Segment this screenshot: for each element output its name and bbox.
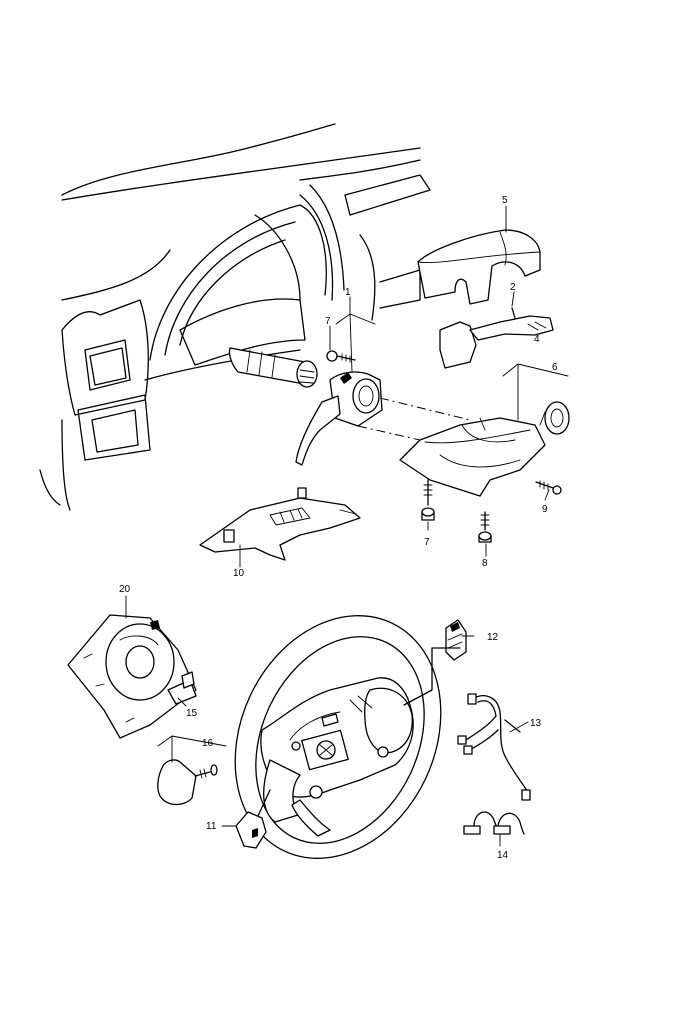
callout-10: 10: [233, 568, 245, 579]
assembly-axis-2: [357, 425, 421, 441]
callout-12: 12: [487, 632, 499, 643]
screw-7-lower: [421, 479, 435, 521]
callout-9: 9: [542, 504, 548, 515]
leader-lines: [125, 205, 569, 847]
callout-15: 15: [186, 708, 198, 719]
callout-13: 13: [530, 718, 542, 729]
clock-spring: [67, 614, 197, 739]
wiring-harness: [457, 693, 531, 801]
callout-7-upper: 7: [325, 316, 331, 327]
left-multifunction-switch: [235, 789, 271, 849]
callout-4: 4: [534, 334, 540, 345]
combination-switch: [295, 371, 383, 466]
steering-wheel: [234, 615, 442, 859]
callout-6: 6: [552, 362, 558, 373]
horn-contact-plate: [157, 759, 218, 806]
callout-14: 14: [497, 850, 509, 861]
screw-8: [478, 511, 492, 543]
callout-20: 20: [119, 584, 131, 595]
cable-clips: [463, 811, 525, 835]
screw-9: [535, 480, 562, 495]
callout-11: 11: [206, 821, 217, 832]
callout-7-lower: 7: [424, 537, 430, 548]
dashboard: [39, 123, 431, 511]
screw-7-upper: [326, 350, 356, 363]
callout-2: 2: [510, 282, 516, 293]
wiper-lever: [439, 307, 554, 369]
lower-column-cover: [399, 401, 570, 497]
assembly-axis: [379, 397, 471, 421]
callout-5: 5: [502, 195, 508, 206]
callout-8: 8: [482, 558, 488, 569]
right-multifunction-switch: [403, 619, 467, 706]
upper-column-cover: [417, 229, 541, 305]
callout-16: 16: [202, 738, 214, 749]
callout-1: 1: [345, 287, 351, 298]
mounting-bracket: [199, 487, 361, 561]
